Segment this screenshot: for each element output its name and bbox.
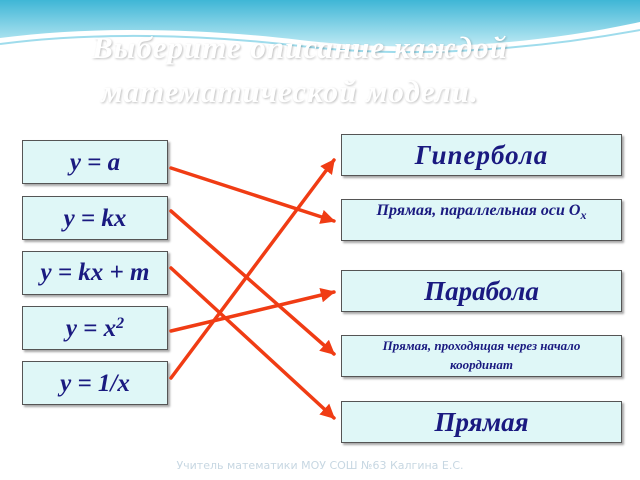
formula-label: y = kx + m	[40, 258, 150, 286]
formula-y-equals-a[interactable]: y = a	[22, 140, 168, 184]
axis-subscript: x	[580, 208, 587, 223]
page-title-line-2: математической модели.	[101, 74, 479, 109]
description-line-through-origin[interactable]: Прямая, проходящая через начало координа…	[341, 335, 622, 377]
arrow-y-kx-m-to-line	[169, 266, 336, 420]
description-label: Прямая	[434, 406, 529, 437]
formula-y-equals-kx-plus-m[interactable]: y = kx + m	[22, 251, 168, 295]
description-label: Гипербола	[414, 139, 549, 170]
formula-label: y = x	[65, 314, 117, 342]
formula-label: y = a	[69, 148, 121, 176]
description-label: Парабола	[424, 275, 539, 306]
description-line[interactable]: Прямая	[341, 401, 622, 443]
arrow-y-x2-to-parabola	[169, 287, 336, 333]
formula-y-equals-1-over-x[interactable]: y = 1/x	[22, 361, 168, 405]
description-label: Прямая, параллельная оси Ox	[376, 202, 587, 223]
arrow-y-kx-to-through-origin	[169, 209, 336, 356]
formula-exponent: 2	[116, 315, 125, 332]
arrow-y-1x-to-hyperbola	[169, 158, 336, 380]
arrow-y-a-to-parallel-ox	[169, 166, 336, 224]
description-parabola[interactable]: Парабола	[341, 270, 622, 312]
description-hyperbola[interactable]: Гипербола	[341, 134, 622, 176]
description-line-parallel-ox[interactable]: Прямая, параллельная оси Ox	[341, 199, 622, 241]
header-wave	[0, 0, 640, 54]
description-label: Прямая, проходящая через начало координа…	[382, 338, 581, 372]
formula-label: y = 1/x	[60, 369, 130, 397]
formula-label: y = kx	[63, 204, 127, 232]
page-title-line-1: Выберите описание каждой	[92, 30, 508, 65]
formula-y-equals-kx[interactable]: y = kx	[22, 196, 168, 240]
footer-credit: Учитель математики МОУ СОШ №63 Калгина Е…	[176, 459, 464, 472]
